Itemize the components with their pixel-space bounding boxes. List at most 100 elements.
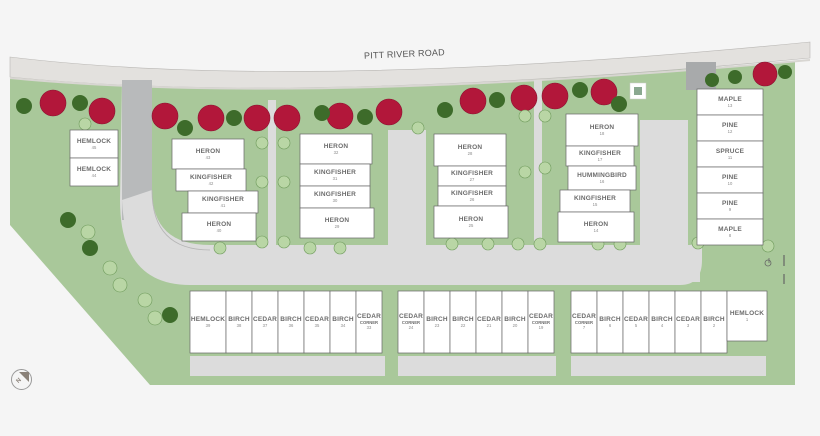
unit-7-cedar-corner[interactable]: CEDAR CORNER 7 [571, 291, 597, 353]
unit-29-heron[interactable]: HERON 29 [300, 208, 374, 238]
unit-42-kingfisher[interactable]: KINGFISHER 42 [176, 169, 246, 191]
unit-number: 30 [332, 197, 338, 203]
unit-13-maple[interactable]: MAPLE 13 [697, 89, 763, 115]
unit-number: 15 [592, 201, 598, 207]
unit-number: 37 [262, 322, 268, 328]
unit-30-kingfisher[interactable]: KINGFISHER 30 [300, 186, 370, 208]
unit-36-birch[interactable]: BIRCH 36 [278, 291, 304, 353]
unit-number: 36 [288, 322, 294, 328]
unit-number: 26 [469, 196, 475, 202]
amenity-feature [634, 87, 642, 95]
unit-name: KINGFISHER [450, 169, 494, 177]
unit-4-birch[interactable]: BIRCH 4 [649, 291, 675, 353]
unit-5-cedar[interactable]: CEDAR 5 [623, 291, 649, 353]
unit-20-birch[interactable]: BIRCH 20 [502, 291, 528, 353]
unit-31-kingfisher[interactable]: KINGFISHER 31 [300, 164, 370, 186]
unit-name: CEDAR [623, 315, 649, 323]
unit-number: 4 [660, 322, 664, 328]
unit-10-pine[interactable]: PINE 10 [697, 167, 763, 193]
unit-12-pine[interactable]: PINE 12 [697, 115, 763, 141]
unit-16-hummingbird[interactable]: HUMMINGBIRD 16 [568, 166, 636, 190]
unit-22-birch[interactable]: BIRCH 22 [450, 291, 476, 353]
shrub-icon [78, 109, 775, 326]
palm-icon [16, 65, 792, 323]
building-footprints [69, 88, 768, 354]
unit-name: BIRCH [280, 315, 302, 323]
unit-name: CEDAR [571, 313, 597, 320]
unit-17-kingfisher[interactable]: KINGFISHER 17 [566, 146, 634, 166]
unit-name: SPRUCE [715, 147, 745, 155]
unit-number: 41 [220, 202, 226, 208]
unit-28-heron[interactable]: HERON 28 [434, 134, 506, 166]
unit-21-cedar[interactable]: CEDAR 21 [476, 291, 502, 353]
unit-number: 38 [236, 322, 242, 328]
unit-11-spruce[interactable]: SPRUCE 11 [697, 141, 763, 167]
unit-number: 17 [597, 156, 603, 162]
unit-8-maple[interactable]: MAPLE 8 [697, 219, 763, 245]
unit-number: 35 [314, 322, 320, 328]
unit-24-cedar-corner[interactable]: CEDAR CORNER 24 [398, 291, 424, 353]
loop-pavement [122, 190, 700, 282]
unit-number: 25 [468, 222, 474, 228]
unit-number: 42 [208, 180, 214, 186]
walkway-a [268, 100, 276, 250]
unit-name: HEMLOCK [76, 165, 112, 173]
unit-14-heron[interactable]: HERON 14 [558, 212, 634, 242]
unit-38-birch[interactable]: BIRCH 38 [226, 291, 252, 353]
unit-23-birch[interactable]: BIRCH 23 [424, 291, 450, 353]
unit-27-kingfisher[interactable]: KINGFISHER 27 [438, 166, 506, 186]
unit-name: HERON [195, 147, 221, 155]
compass-arrow [19, 372, 29, 382]
unit-number: 18 [599, 130, 605, 136]
unit-26-kingfisher[interactable]: KINGFISHER 26 [438, 186, 506, 206]
unit-name: CEDAR [304, 315, 330, 323]
unit-name: KINGFISHER [450, 189, 494, 197]
unit-33-cedar-corner[interactable]: CEDAR CORNER 33 [356, 291, 382, 353]
unit-number: 10 [727, 180, 733, 186]
unit-number: 9 [728, 206, 732, 212]
unit-37-cedar[interactable]: CEDAR 37 [252, 291, 278, 353]
unit-number: 13 [727, 102, 733, 108]
unit-number: 1 [745, 316, 749, 322]
unit-2-birch[interactable]: BIRCH 2 [701, 291, 727, 353]
unit-number: 6 [608, 322, 612, 328]
unit-18-heron[interactable]: HERON 18 [566, 114, 638, 146]
unit-39-hemlock[interactable]: HEMLOCK 39 [190, 291, 226, 353]
unit-name: MAPLE [718, 225, 742, 233]
south-parking-1 [190, 356, 385, 376]
unit-35-cedar[interactable]: CEDAR 35 [304, 291, 330, 353]
sidewalk [9, 59, 811, 90]
unit-19-cedar-corner[interactable]: CEDAR CORNER 19 [528, 291, 554, 353]
unit-name: CEDAR [356, 313, 382, 320]
unit-name: CEDAR [252, 315, 278, 323]
unit-3-cedar[interactable]: CEDAR 3 [675, 291, 701, 353]
unit-41-kingfisher[interactable]: KINGFISHER 41 [188, 191, 258, 213]
unit-6-birch[interactable]: BIRCH 6 [597, 291, 623, 353]
unit-name: PINE [722, 173, 738, 181]
unit-32-heron[interactable]: HERON 32 [300, 134, 372, 164]
walkway-b [534, 80, 542, 250]
unit-9-pine[interactable]: PINE 9 [697, 193, 763, 219]
unit-number: 23 [434, 322, 440, 328]
unit-34-birch[interactable]: BIRCH 34 [330, 291, 356, 353]
unit-name: CEDAR [675, 315, 701, 323]
unit-name: HEMLOCK [190, 315, 226, 323]
unit-name: BIRCH [703, 315, 725, 323]
unit-43-heron[interactable]: HERON 43 [172, 139, 244, 169]
unit-number: 40 [216, 227, 222, 233]
unit-25-heron[interactable]: HERON 25 [434, 206, 508, 238]
unit-number: 3 [686, 322, 690, 328]
unit-40-heron[interactable]: HERON 40 [182, 213, 256, 241]
unit-1-hemlock[interactable]: HEMLOCK 1 [727, 291, 767, 341]
unit-44-hemlock[interactable]: HEMLOCK 44 [70, 158, 118, 186]
unit-number: 24 [408, 325, 414, 330]
unit-subtype: CORNER [574, 320, 594, 325]
unit-name: KINGFISHER [313, 190, 357, 198]
unit-44-45-hemlock[interactable]: HEMLOCK 45 [70, 130, 118, 158]
unit-15-kingfisher[interactable]: KINGFISHER 15 [560, 190, 630, 212]
red-tree-icon [39, 61, 778, 132]
unit-name: CEDAR [528, 313, 554, 320]
unit-number: 16 [599, 178, 605, 184]
unit-name: KINGFISHER [313, 168, 357, 176]
unit-number: 7 [582, 325, 586, 330]
